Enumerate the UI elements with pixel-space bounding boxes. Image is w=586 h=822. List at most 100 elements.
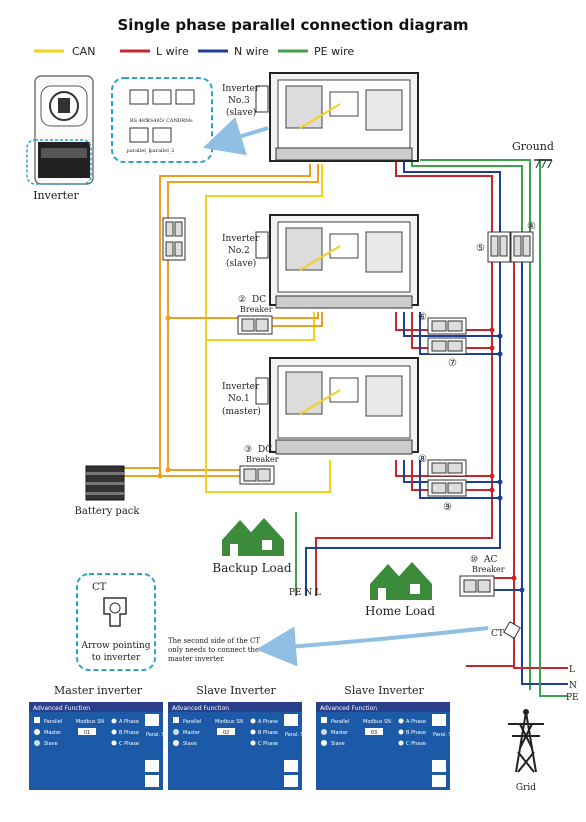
panel-master-slave-radio[interactable] xyxy=(34,740,40,746)
panel-slave-2-sn-value: 03 xyxy=(371,730,377,736)
legend-l-label: L wire xyxy=(156,45,189,58)
panel-slave-1-header: Advanced Function xyxy=(172,705,229,712)
panel-slave-2-b-label: B Phase xyxy=(406,730,426,736)
panel-slave-1-up-button[interactable] xyxy=(284,714,298,726)
ports-popup: RS 485 RS485/ CAN DRMs parallel_1 parall… xyxy=(111,77,213,163)
dc-breaker-3-text2: Breaker xyxy=(246,455,279,464)
breaker-8-9: ⑧ ⑨ xyxy=(418,454,467,513)
panel-master-ok-button[interactable] xyxy=(145,775,159,787)
panel-master-a-radio[interactable] xyxy=(111,718,117,724)
panel-slave-1: Advanced Function Parallel Master Slave … xyxy=(168,702,312,790)
ac-breaker-text1: AC xyxy=(483,555,497,565)
ac-breaker-num: ⑩ xyxy=(470,555,478,565)
dc-breaker-2-text1: DC xyxy=(252,295,266,305)
panel-slave-2-b-radio[interactable] xyxy=(398,729,404,735)
panel-slave-1-side-label: Paral. Set3 xyxy=(285,732,312,738)
panel-slave-2-ok-button[interactable] xyxy=(432,775,446,787)
panel-slave-1-c-label: C Phase xyxy=(258,741,278,747)
grid-l-label: L xyxy=(569,665,575,675)
panel-master-parallel-label: Parallel xyxy=(44,719,62,725)
ct-note-3: master inverter. xyxy=(168,655,225,663)
panel-master-cancel-button[interactable] xyxy=(145,760,159,772)
number-9: ⑨ xyxy=(443,502,452,513)
panel-slave-1-b-radio[interactable] xyxy=(250,729,256,735)
panel-slave-1-c-radio[interactable] xyxy=(250,740,256,746)
panel-slave-2-up-button[interactable] xyxy=(432,714,446,726)
panel-slave-2-slave-radio[interactable] xyxy=(321,740,327,746)
home-load-label: Home Load xyxy=(365,604,435,618)
ct-note-2: only needs to connect the xyxy=(168,646,259,654)
backup-load-label: Backup Load xyxy=(212,561,292,575)
breaker-4: ④ xyxy=(510,221,536,263)
ct-box-title: CT xyxy=(92,582,107,593)
legend-pe-label: PE wire xyxy=(314,45,354,58)
panel-slave-2-master-radio[interactable] xyxy=(321,729,327,735)
battery-pack: Battery pack xyxy=(75,465,141,517)
grid-n-label: N xyxy=(569,681,577,691)
panel-master-master-radio[interactable] xyxy=(34,729,40,735)
panel-slave-1-parallel-checkbox[interactable] xyxy=(173,717,179,723)
panel-slave-2: Advanced Function Parallel Master Slave … xyxy=(316,702,460,790)
ac-wiring xyxy=(295,159,568,697)
inverter-3-label-3: (slave) xyxy=(226,107,256,118)
panel-slave-1-cancel-button[interactable] xyxy=(284,760,298,772)
ct-pointer-arrow xyxy=(256,626,489,667)
pe-n-l-label: PE N L xyxy=(289,588,321,598)
panel-slave-2-c-radio[interactable] xyxy=(398,740,404,746)
panel-master-b-radio[interactable] xyxy=(111,729,117,735)
panel-master-b-label: B Phase xyxy=(119,730,139,736)
panel-master-sn-field[interactable] xyxy=(78,728,96,735)
junction-dots xyxy=(157,315,525,593)
panel-slave-1-modbus-label: Modbus SN xyxy=(215,719,243,725)
panel-slave-2-sn-field[interactable] xyxy=(365,728,383,735)
ac-breaker-text2: Breaker xyxy=(472,565,505,574)
panel-master-modbus-label: Modbus SN xyxy=(76,719,104,725)
panel-slave-1-ok-button[interactable] xyxy=(284,775,298,787)
panel-master-side-label: Paral. Set3 xyxy=(146,732,173,738)
panel-slave-2-side-label: Paral. Set3 xyxy=(433,732,460,738)
panel-slave-2-parallel-label: Parallel xyxy=(331,719,349,725)
panel-master-c-radio[interactable] xyxy=(111,740,117,746)
panel-slave-1-slave-radio[interactable] xyxy=(173,740,179,746)
breaker-left xyxy=(162,217,186,261)
ports-pointer-arrow xyxy=(202,117,269,156)
inverter-3-box xyxy=(255,72,419,162)
panel-master: Advanced Function Parallel Master Slave … xyxy=(29,702,173,790)
home-load-icon xyxy=(370,562,432,600)
panel-slave-1-a-radio[interactable] xyxy=(250,718,256,724)
port-parallel2-label: parallel_2 xyxy=(150,148,175,154)
ct-box-line1: Arrow pointing xyxy=(81,641,151,651)
dc-breaker-2-num: ② xyxy=(238,295,246,305)
number-7: ⑦ xyxy=(448,358,457,369)
breaker-6-7: ⑥ ⑦ xyxy=(418,312,467,369)
panel-master-up-button[interactable] xyxy=(145,714,159,726)
inverter-1-box xyxy=(255,357,419,455)
panel-slave-2-a-radio[interactable] xyxy=(398,718,404,724)
port-can-label: RS485/ CAN xyxy=(146,118,178,124)
legend: CAN L wire N wire PE wire xyxy=(34,45,354,58)
panel-slave-1-sn-field[interactable] xyxy=(217,728,235,735)
panel-slave-1-slave-label: Slave xyxy=(183,741,197,747)
port-drms-label: DRMs xyxy=(177,118,193,124)
backup-load-icon xyxy=(222,518,284,556)
dc-breaker-2-text2: Breaker xyxy=(240,305,273,314)
panel-slave-2-a-label: A Phase xyxy=(406,719,426,725)
number-4: ④ xyxy=(527,221,536,232)
inverter-1-label-2: No.1 xyxy=(228,394,250,404)
panel-slave-2-slave-label: Slave xyxy=(331,741,345,747)
panel-slave-2-modbus-label: Modbus SN xyxy=(363,719,391,725)
inverter-2-label-1: Inverter xyxy=(222,234,260,244)
panel-slave-2-cancel-button[interactable] xyxy=(432,760,446,772)
panel-master-parallel-checkbox[interactable] xyxy=(34,717,40,723)
inverter-3-label-1: Inverter xyxy=(222,84,260,94)
legend-can-label: CAN xyxy=(72,45,95,58)
battery-pack-label: Battery pack xyxy=(75,506,141,517)
inverter-2-box xyxy=(255,214,419,309)
grid-tower-icon xyxy=(508,709,544,773)
panel-slave-1-master-radio[interactable] xyxy=(173,729,179,735)
ground: Ground xyxy=(512,140,554,169)
panel-slave-2-parallel-checkbox[interactable] xyxy=(321,717,327,723)
dc-breaker-3: ③ DC Breaker xyxy=(239,445,279,485)
diagram-title: Single phase parallel connection diagram xyxy=(118,16,469,34)
breaker-5: ⑤ xyxy=(476,231,511,263)
